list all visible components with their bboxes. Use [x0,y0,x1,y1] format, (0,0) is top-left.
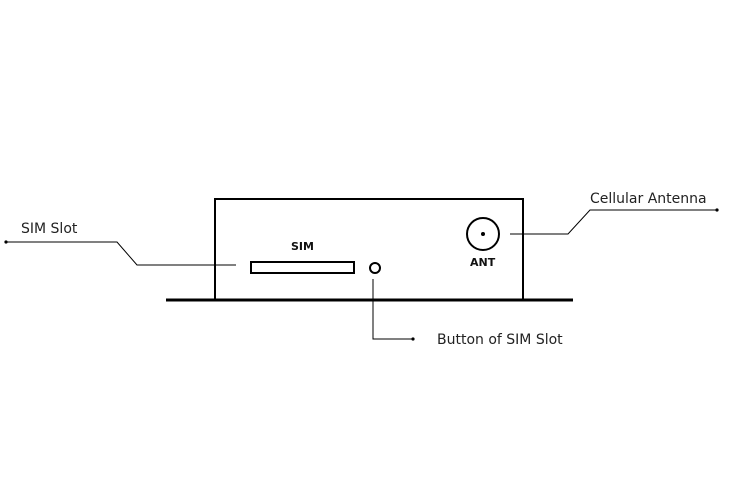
sim-button [369,262,381,274]
antenna-label: ANT [470,256,496,269]
sim-slot-leader-dot [4,240,8,244]
sim-slot-leader [6,241,236,266]
antenna-leader [510,209,717,235]
antenna-callout: Cellular Antenna [590,191,707,207]
sim-label: SIM [291,240,314,253]
sim-slot-callout: SIM Slot [21,221,78,237]
antenna-leader-dot [715,208,719,212]
sim-button-callout: Button of SIM Slot [437,332,563,348]
sim-button-leader-dot [411,337,415,341]
sim-button-leader [372,279,413,340]
antenna-connector-outer [466,217,500,251]
antenna-connector-pin [481,232,485,236]
sim-slot [250,261,355,274]
device-enclosure [214,198,524,301]
